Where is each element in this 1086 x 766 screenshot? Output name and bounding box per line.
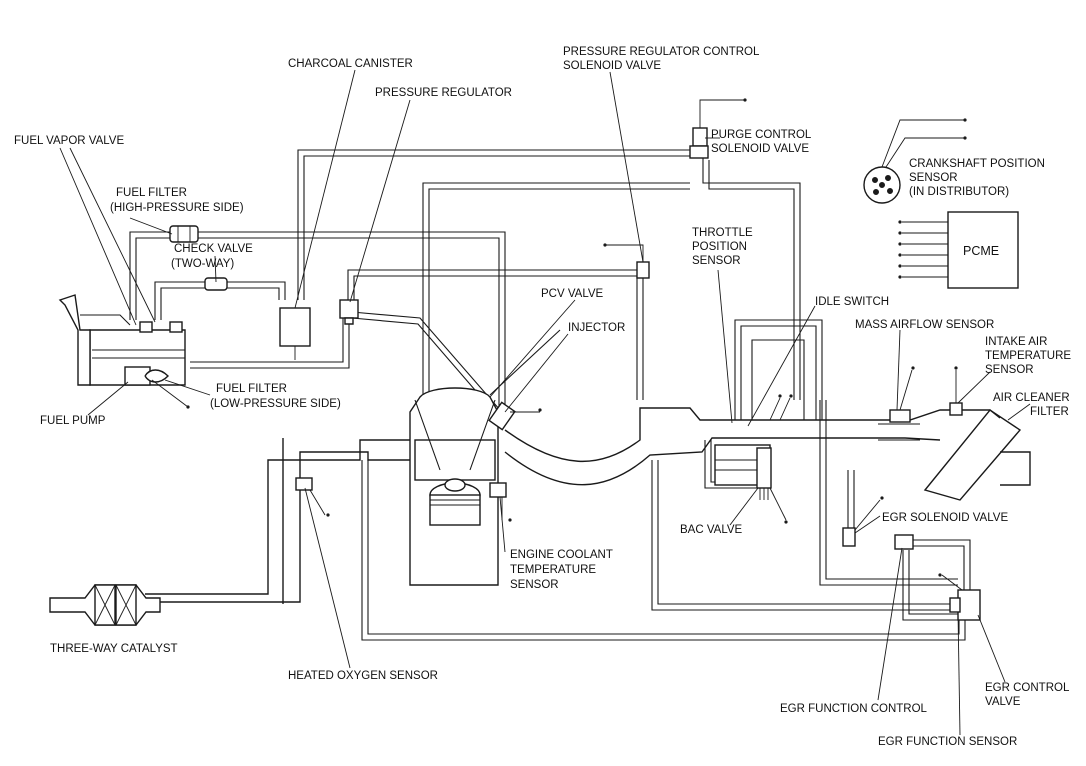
label-bac-valve: BAC VALVE <box>680 524 743 536</box>
label-idle-switch: IDLE SWITCH <box>815 296 889 308</box>
heated-oxygen-sensor <box>295 477 313 491</box>
label-prc-solenoid-valve-line2: SOLENOID VALVE <box>563 60 661 72</box>
injector <box>488 401 516 431</box>
label-injector: INJECTOR <box>568 322 625 334</box>
wiring-connectors <box>151 98 967 591</box>
bac-valve <box>756 447 772 500</box>
label-tps-line3: SENSOR <box>692 255 741 267</box>
label-ect-line1: ENGINE COOLANT <box>510 549 613 561</box>
label-pcv-valve: PCV VALVE <box>541 288 604 300</box>
label-iat-line1: INTAKE AIR <box>985 336 1047 348</box>
egr-function-control <box>894 534 914 550</box>
label-egr-solenoid-valve: EGR SOLENOID VALVE <box>882 512 1008 524</box>
charcoal-canister <box>279 307 311 360</box>
label-fuel-filter-lp-line1: FUEL FILTER <box>216 383 287 395</box>
label-fuel-filter-lp-line2: (LOW-PRESSURE SIDE) <box>210 398 341 410</box>
exhaust-system <box>145 438 410 604</box>
label-egr-function-sensor: EGR FUNCTION SENSOR <box>878 736 1017 748</box>
label-fuel-filter-hp-line2: (HIGH-PRESSURE SIDE) <box>110 202 244 214</box>
egr-control-valve <box>949 589 981 621</box>
label-pressure-regulator: PRESSURE REGULATOR <box>375 87 512 99</box>
label-charcoal-canister: CHARCOAL CANISTER <box>288 58 413 70</box>
label-pcme: PCME <box>963 244 999 258</box>
crankshaft-position-sensor <box>863 166 901 204</box>
label-air-cleaner-line1: AIR CLEANER <box>993 392 1070 404</box>
egr-solenoid-valve <box>842 527 856 547</box>
engine-coolant-temperature-sensor <box>489 482 507 498</box>
label-check-valve-line1: CHECK VALVE <box>174 243 253 255</box>
component-labels: CHARCOAL CANISTER PRESSURE REGULATOR PRE… <box>14 46 1071 748</box>
label-maf-sensor: MASS AIRFLOW SENSOR <box>855 319 994 331</box>
label-leader-lines <box>59 69 1031 736</box>
label-air-cleaner-line2: FILTER <box>1030 406 1069 418</box>
pressure-regulator <box>339 299 359 325</box>
label-fuel-vapor-valve: FUEL VAPOR VALVE <box>14 135 124 147</box>
label-tps-line2: POSITION <box>692 241 747 253</box>
label-crankshaft-line2: SENSOR <box>909 172 958 184</box>
engine-block <box>409 387 499 586</box>
label-crankshaft-line3: (IN DISTRIBUTOR) <box>909 186 1009 198</box>
label-purge-solenoid-line1: PURGE CONTROL <box>711 129 812 141</box>
label-check-valve-line2: (TWO-WAY) <box>171 258 234 270</box>
label-fuel-filter-hp-line1: FUEL FILTER <box>116 187 187 199</box>
label-iat-line3: SENSOR <box>985 364 1034 376</box>
intake-air-temperature-sensor <box>949 402 963 416</box>
label-three-way-catalyst: THREE-WAY CATALYST <box>50 643 178 655</box>
label-prc-solenoid-valve-line1: PRESSURE REGULATOR CONTROL <box>563 46 760 58</box>
label-egr-control-valve-line2: VALVE <box>985 696 1021 708</box>
label-tps-line1: THROTTLE <box>692 227 753 239</box>
three-way-catalyst <box>49 584 161 626</box>
label-ect-line3: SENSOR <box>510 579 559 591</box>
label-ect-line2: TEMPERATURE <box>510 564 596 576</box>
prc-solenoid-valve <box>636 261 650 279</box>
label-egr-function-control: EGR FUNCTION CONTROL <box>780 703 928 715</box>
label-iat-line2: TEMPERATURE <box>985 350 1071 362</box>
pcme-module <box>947 211 1019 289</box>
label-fuel-pump: FUEL PUMP <box>40 415 106 427</box>
label-crankshaft-line1: CRANKSHAFT POSITION <box>909 158 1045 170</box>
purge-solenoid-valve <box>689 127 709 159</box>
fuel-filter-high-pressure <box>169 225 199 243</box>
mass-airflow-sensor <box>878 409 920 441</box>
fuel-tank <box>58 294 186 386</box>
label-purge-solenoid-line2: SOLENOID VALVE <box>711 143 809 155</box>
label-egr-control-valve-line1: EGR CONTROL <box>985 682 1070 694</box>
label-heated-oxygen-sensor: HEATED OXYGEN SENSOR <box>288 670 438 682</box>
